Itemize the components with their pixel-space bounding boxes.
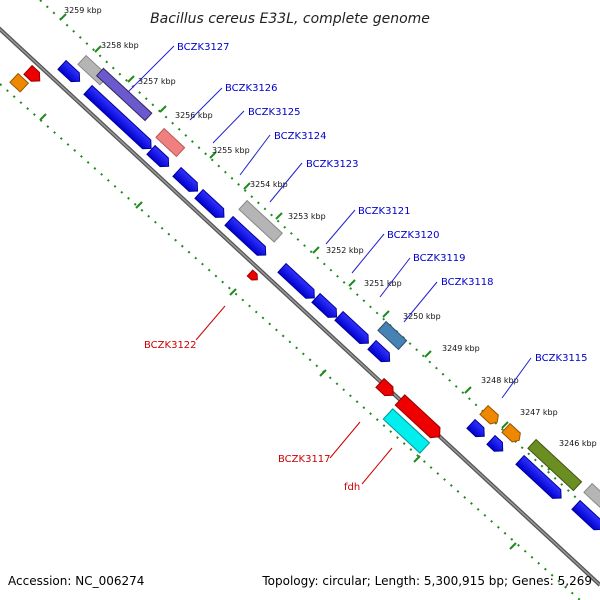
feature-cds[interactable] [466,418,488,441]
leader-line [403,281,438,323]
scale-tick [275,212,283,220]
feature-purple[interactable] [95,67,153,122]
gene-label[interactable]: BCZK3118 [441,277,494,288]
feature-cds[interactable] [146,144,173,171]
leader-line [189,87,223,121]
kbp-label: 3251 kbp [364,279,402,288]
feature-cds[interactable] [224,215,270,260]
scale-tick [413,455,421,463]
gene-labels: BCZK3127 BCZK3126 BCZK3125 BCZK3124 BCZK… [144,42,588,493]
scale-tick [424,350,432,358]
kbp-label: 3253 kbp [288,212,326,221]
gene-label[interactable]: BCZK3120 [387,230,440,241]
feature-orange[interactable] [501,422,523,445]
gene-label[interactable]: BCZK3127 [177,42,230,53]
kbp-label: 3246 kbp [559,439,597,448]
gene-label[interactable]: BCZK3122 [144,340,197,351]
feature-cds[interactable] [571,499,600,534]
feature-orange[interactable] [9,72,30,93]
kbp-label: 3257 kbp [138,77,176,86]
label-leaders [127,45,532,485]
scale-tick [312,246,320,254]
leader-line [269,162,303,203]
gene-label[interactable]: BCZK3121 [358,206,411,217]
kbp-label: 3252 kbp [326,246,364,255]
gene-label[interactable]: BCZK3125 [248,107,301,118]
feature-rna[interactable] [375,377,397,400]
scale-line-outer [39,0,600,521]
scale-tick [39,113,47,121]
feature-cds[interactable] [334,310,373,348]
scale-tick [94,45,102,53]
feature-rna[interactable] [246,269,260,283]
scale-tick [209,151,217,159]
gene-label[interactable]: BCZK3115 [535,353,588,364]
kbp-labels: 3259 kbp 3258 kbp 3257 kbp 3256 kbp 3255… [64,6,597,448]
scale-tick [382,310,390,318]
leader-line [195,305,226,341]
kbp-label: 3255 kbp [212,146,250,155]
genome-summary-text: Topology: circular; Length: 5,300,915 bp… [261,574,592,588]
scale-tick [159,105,167,113]
feature-olive[interactable] [527,438,583,492]
kbp-label: 3254 kbp [250,180,288,189]
gene-label[interactable]: BCZK3126 [225,83,278,94]
gene-label[interactable]: BCZK3117 [278,454,331,465]
scale-tick [243,182,251,190]
leader-line [361,447,393,485]
kbp-label: 3249 kbp [442,344,480,353]
feature-cds[interactable] [311,292,341,322]
feature-steel[interactable] [377,320,408,351]
gene-label[interactable]: BCZK3124 [274,131,327,142]
scale-line-inner [0,83,581,600]
feature-cds[interactable] [277,262,318,303]
leader-line [351,233,385,274]
accession-text: Accession: NC_006274 [8,574,144,588]
feature-cds[interactable] [367,339,394,366]
scale-tick [464,386,472,394]
gene-label[interactable]: fdh [344,482,360,493]
feature-cds[interactable] [515,454,565,503]
kbp-label: 3259 kbp [64,6,102,15]
leader-line [501,357,532,399]
feature-orange[interactable] [479,404,501,427]
feature-gray[interactable] [583,482,600,510]
scale-tick [501,421,509,429]
map-title: Bacillus cereus E33L, complete genome [150,11,430,27]
gene-label[interactable]: BCZK3119 [413,253,466,264]
kbp-label: 3258 kbp [101,41,139,50]
feature-cds[interactable] [486,434,507,456]
gene-features [9,54,600,534]
scale-tick [319,369,327,377]
genome-backbone [0,26,600,587]
feature-cds[interactable] [194,188,228,222]
scale-ticks [39,13,555,550]
gene-label[interactable]: BCZK3123 [306,159,359,170]
leader-line [325,209,356,245]
feature-gray[interactable] [238,199,284,243]
scale-tick [59,13,67,21]
kbp-label: 3247 kbp [520,408,558,417]
leader-line [127,45,175,93]
scale-tick [135,201,143,209]
feature-cds[interactable] [57,59,84,86]
feature-rna[interactable] [23,64,44,86]
leader-line [239,134,271,176]
scale-tick [509,542,517,550]
feature-pink[interactable] [155,127,186,158]
scale-tick [127,75,135,83]
kbp-label: 3248 kbp [481,376,519,385]
scale-tick [348,279,356,287]
feature-rna[interactable] [394,394,444,442]
kbp-label: 3250 kbp [403,312,441,321]
leader-line [379,257,411,298]
leader-line [329,421,361,459]
feature-cyan[interactable] [382,408,431,454]
feature-cds[interactable] [172,166,202,196]
leader-line [212,110,245,144]
scale-tick [229,288,237,296]
feature-cds[interactable] [83,84,155,153]
